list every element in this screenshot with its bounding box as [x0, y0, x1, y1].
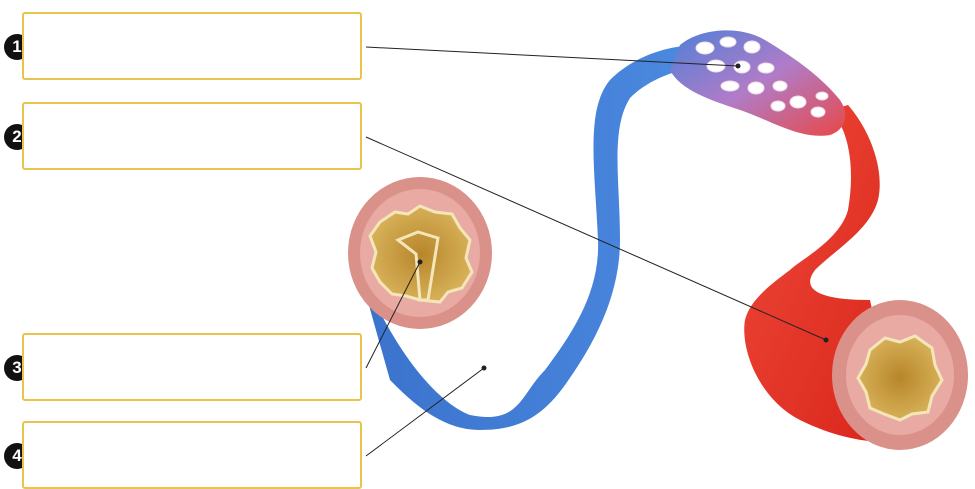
artery-cross-section: [832, 300, 968, 450]
label-box-2[interactable]: [22, 102, 362, 170]
vein-lumen: [370, 206, 472, 302]
leader-dot-1: [736, 64, 741, 69]
label-box-3[interactable]: [22, 333, 362, 401]
label-box-4[interactable]: [22, 421, 362, 489]
leader-dot-3: [418, 260, 423, 265]
leader-dot-2: [824, 338, 829, 343]
label-box-1[interactable]: [22, 12, 362, 80]
vein-cross-section: [348, 177, 492, 329]
capillary-bed: [670, 30, 845, 135]
artery-lumen: [858, 336, 942, 420]
leader-dot-4: [482, 366, 487, 371]
